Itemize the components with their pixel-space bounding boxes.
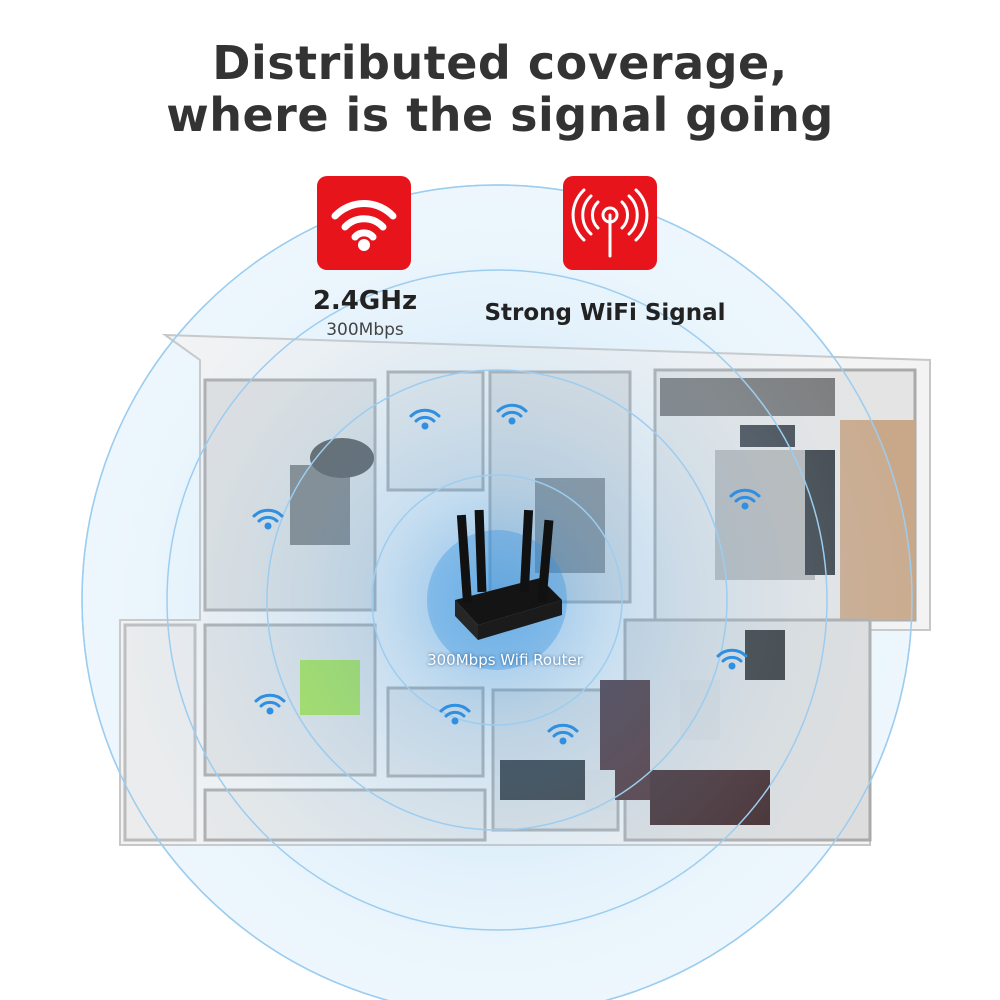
router-device: [455, 509, 562, 640]
wifi-marker-icon: [254, 693, 286, 715]
wifi-marker-icon: [729, 488, 761, 510]
wifi-marker-icon: [716, 648, 748, 670]
headline-line-2: where is the signal going: [166, 88, 834, 142]
band-label: 2.4GHz: [312, 286, 418, 316]
wifi-marker-icon: [409, 408, 441, 430]
router-label: 300Mbps Wifi Router: [427, 651, 583, 669]
speed-label: 300Mbps: [326, 320, 404, 340]
wifi-marker-icon: [547, 723, 579, 745]
wifi-marker-icon: [252, 508, 284, 530]
headline-line-1: Distributed coverage,: [212, 36, 788, 90]
antenna-badge: [563, 176, 657, 270]
wifi-marker-icon: [439, 703, 471, 725]
wifi-marker-icon: [496, 403, 528, 425]
antenna-icon: [571, 188, 649, 258]
wifi-icon: [331, 200, 397, 251]
wifi-markers: [252, 403, 761, 745]
wifi-badge: [317, 176, 411, 270]
signal-label: Strong WiFi Signal: [484, 300, 726, 326]
coverage-rings: [81, 184, 913, 1000]
